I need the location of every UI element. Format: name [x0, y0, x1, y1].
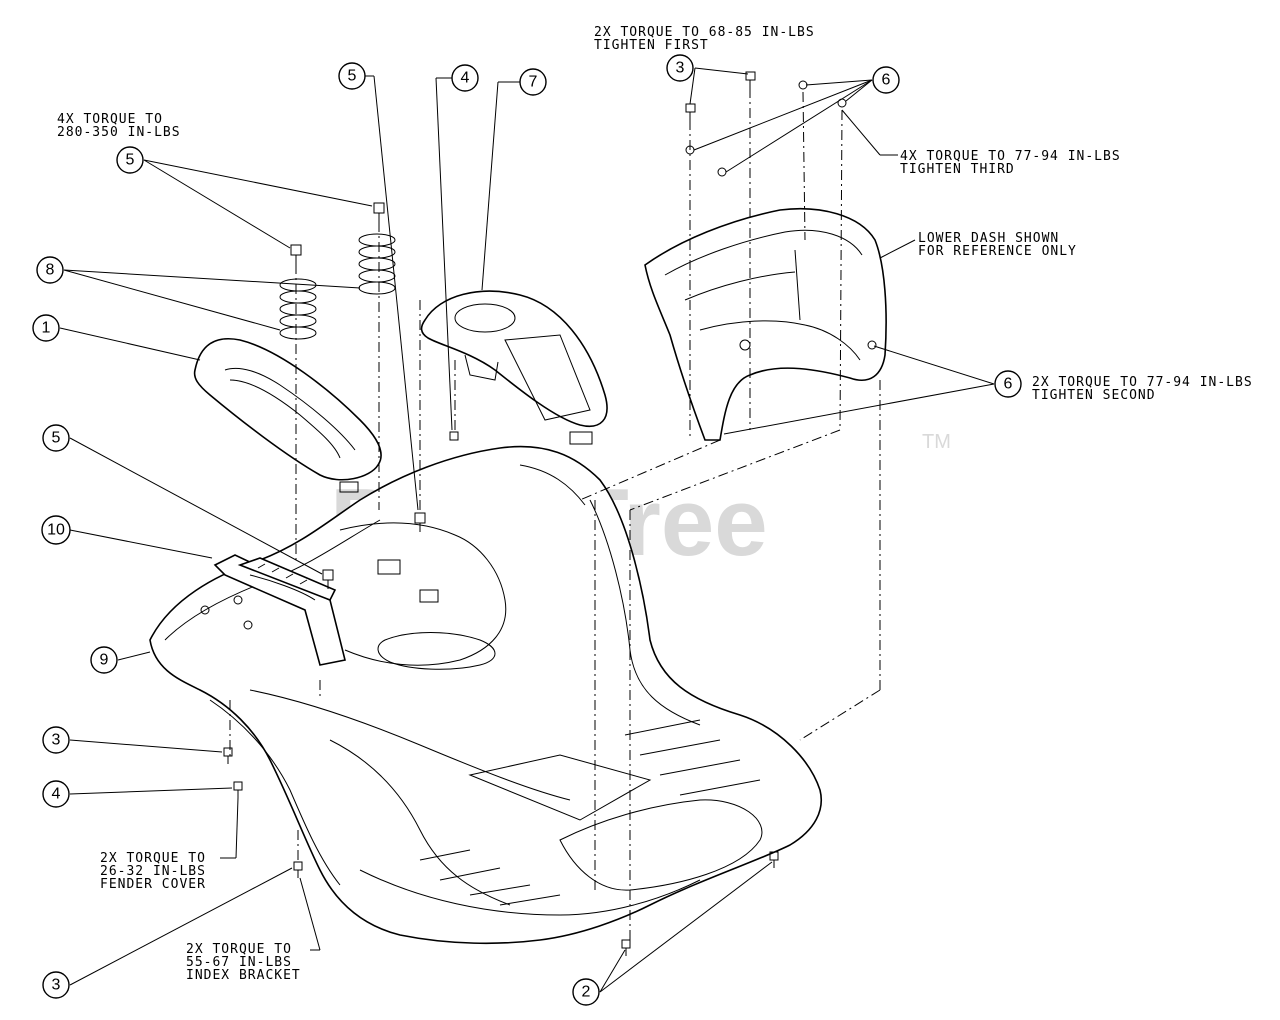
- watermark-trademark: TM: [922, 431, 951, 453]
- callout-5-upper-left[interactable]: 5: [116, 146, 144, 174]
- lower-dash: [644, 207, 887, 441]
- fender-deck: [149, 445, 822, 945]
- svg-text:6: 6: [882, 72, 891, 89]
- callout-3-bottom[interactable]: 3: [42, 971, 70, 999]
- svg-text:FOR REFERENCE ONLY: FOR REFERENCE ONLY: [918, 244, 1077, 259]
- torque-note-77-94-third: 4X TORQUE TO 77-94 IN-LBS TIGHTEN THIRD: [900, 149, 1121, 177]
- svg-text:8: 8: [46, 262, 55, 279]
- svg-text:5: 5: [52, 430, 61, 447]
- torque-note-77-94-second: 2X TORQUE TO 77-94 IN-LBS TIGHTEN SECOND: [1032, 375, 1253, 403]
- svg-text:2: 2: [582, 984, 591, 1001]
- svg-text:INDEX BRACKET: INDEX BRACKET: [186, 968, 301, 983]
- callout-6-top[interactable]: 6: [872, 66, 900, 94]
- svg-text:5: 5: [348, 68, 357, 85]
- callout-4-top[interactable]: 4: [451, 64, 479, 92]
- svg-text:3: 3: [52, 977, 61, 994]
- svg-text:7: 7: [529, 74, 538, 91]
- svg-text:280-350 IN-LBS: 280-350 IN-LBS: [57, 125, 181, 140]
- callout-1[interactable]: 1: [32, 314, 60, 342]
- svg-text:2X TORQUE TO: 2X TORQUE TO: [186, 942, 292, 957]
- svg-text:LOWER DASH SHOWN: LOWER DASH SHOWN: [918, 231, 1059, 246]
- svg-text:4X TORQUE TO: 4X TORQUE TO: [57, 112, 163, 127]
- svg-text:2X TORQUE TO 68-85 IN-LBS: 2X TORQUE TO 68-85 IN-LBS: [594, 25, 815, 40]
- svg-text:10: 10: [47, 522, 65, 539]
- svg-text:1: 1: [42, 320, 51, 337]
- svg-text:26-32 IN-LBS: 26-32 IN-LBS: [100, 864, 206, 879]
- callout-6-right[interactable]: 6: [994, 370, 1022, 398]
- spring-right: [358, 233, 396, 295]
- spring-left: [279, 278, 317, 340]
- callout-5-top[interactable]: 5: [338, 62, 366, 90]
- torque-note-68-85: 2X TORQUE TO 68-85 IN-LBS TIGHTEN FIRST: [594, 25, 815, 53]
- torque-note-55-67: 2X TORQUE TO 55-67 IN-LBS INDEX BRACKET: [186, 942, 301, 983]
- svg-text:TIGHTEN FIRST: TIGHTEN FIRST: [594, 38, 709, 53]
- lower-dash-note: LOWER DASH SHOWN FOR REFERENCE ONLY: [918, 231, 1077, 259]
- fender-trim: [193, 338, 382, 493]
- svg-text:FENDER COVER: FENDER COVER: [100, 877, 206, 892]
- svg-text:3: 3: [52, 732, 61, 749]
- svg-text:4X TORQUE TO 77-94 IN-LBS: 4X TORQUE TO 77-94 IN-LBS: [900, 149, 1121, 164]
- callout-10[interactable]: 10: [41, 515, 71, 545]
- callout-3-left[interactable]: 3: [42, 726, 70, 754]
- callout-9[interactable]: 9: [90, 646, 118, 674]
- svg-text:3: 3: [676, 60, 685, 77]
- cup-holder: [420, 290, 608, 445]
- callout-3-top[interactable]: 3: [666, 54, 694, 82]
- svg-text:4: 4: [461, 70, 470, 87]
- svg-text:2X TORQUE TO: 2X TORQUE TO: [100, 851, 206, 866]
- svg-text:6: 6: [1004, 376, 1013, 393]
- svg-text:2X TORQUE TO 77-94 IN-LBS: 2X TORQUE TO 77-94 IN-LBS: [1032, 375, 1253, 390]
- assembly-lines: [229, 88, 881, 940]
- index-bracket: [237, 557, 337, 602]
- svg-text:9: 9: [100, 652, 109, 669]
- svg-text:TIGHTEN SECOND: TIGHTEN SECOND: [1032, 388, 1156, 403]
- callout-4-left[interactable]: 4: [42, 780, 70, 808]
- callout-5-mid[interactable]: 5: [42, 424, 70, 452]
- callout-8[interactable]: 8: [36, 256, 64, 284]
- callout-7[interactable]: 7: [519, 68, 547, 96]
- svg-text:5: 5: [126, 152, 135, 169]
- svg-text:55-67 IN-LBS: 55-67 IN-LBS: [186, 955, 292, 970]
- torque-note-280-350: 4X TORQUE TO 280-350 IN-LBS: [57, 112, 181, 140]
- svg-text:TIGHTEN THIRD: TIGHTEN THIRD: [900, 162, 1015, 177]
- callout-2[interactable]: 2: [572, 978, 600, 1006]
- torque-note-26-32: 2X TORQUE TO 26-32 IN-LBS FENDER COVER: [100, 851, 206, 892]
- svg-text:4: 4: [52, 786, 61, 803]
- leader-lines: [59, 67, 995, 993]
